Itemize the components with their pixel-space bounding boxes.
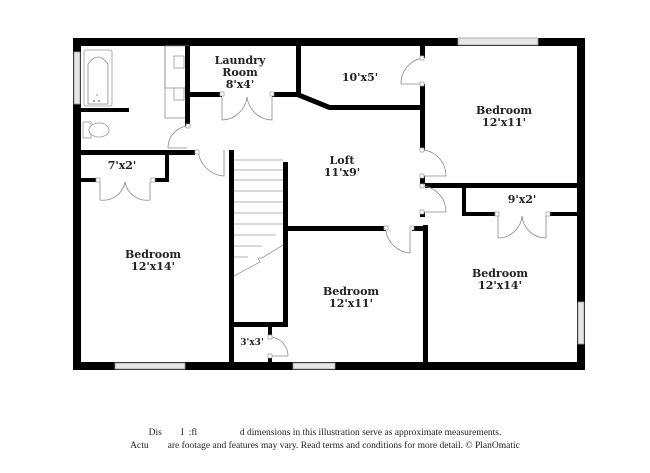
room-label-closet-3x3: 3'x3' (240, 337, 263, 349)
room-label-laundry: Laundry Room 8'x4' (215, 55, 266, 91)
room-label-bedroom-center: Bedroom 12'x11' (323, 286, 379, 310)
room-label-bedroom-se: Bedroom 12'x14' (472, 268, 528, 292)
room-dimensions: 12'x11' (329, 297, 373, 310)
room-name: Bedroom (475, 104, 533, 117)
interior-walls (81, 46, 577, 362)
room-dimensions: 9'x2' (507, 193, 537, 206)
room-dimensions: 12'x14' (131, 260, 175, 273)
room-label-closet-9x2: 9'x2' (508, 194, 537, 206)
room-name: Bedroom (471, 267, 529, 280)
room-name: Bedroom (124, 248, 182, 261)
room-label-closet-7x2: 7'x2' (108, 160, 137, 172)
disclaimer-line-2: Actu are footage and features may vary. … (130, 441, 520, 451)
room-dimensions: 8'x4' (225, 78, 255, 91)
room-name: Room (222, 66, 258, 79)
doors (95, 55, 551, 359)
room-dimensions: 10'x5' (341, 71, 379, 84)
windows (73, 37, 585, 370)
room-dimensions: 3'x3' (240, 338, 264, 348)
room-dimensions: 11'x9' (323, 166, 361, 179)
room-name: Loft (329, 154, 355, 167)
disclaimer-line-1: Dis I :fl d dimensions in this illustrat… (148, 428, 502, 438)
room-label-bedroom-w: Bedroom 12'x14' (125, 249, 181, 273)
staircase (233, 159, 284, 277)
bathroom (81, 45, 190, 139)
room-dimensions: 12'x11' (482, 116, 526, 129)
room-label-closet-10x5: 10'x5' (342, 72, 378, 84)
room-name: Bedroom (322, 285, 380, 298)
room-dimensions: 7'x2' (107, 159, 137, 172)
room-name: Laundry (214, 54, 266, 67)
room-label-bedroom-ne: Bedroom 12'x11' (476, 105, 532, 129)
room-label-loft: Loft 11'x9' (324, 155, 360, 179)
room-dimensions: 12'x14' (478, 279, 522, 292)
